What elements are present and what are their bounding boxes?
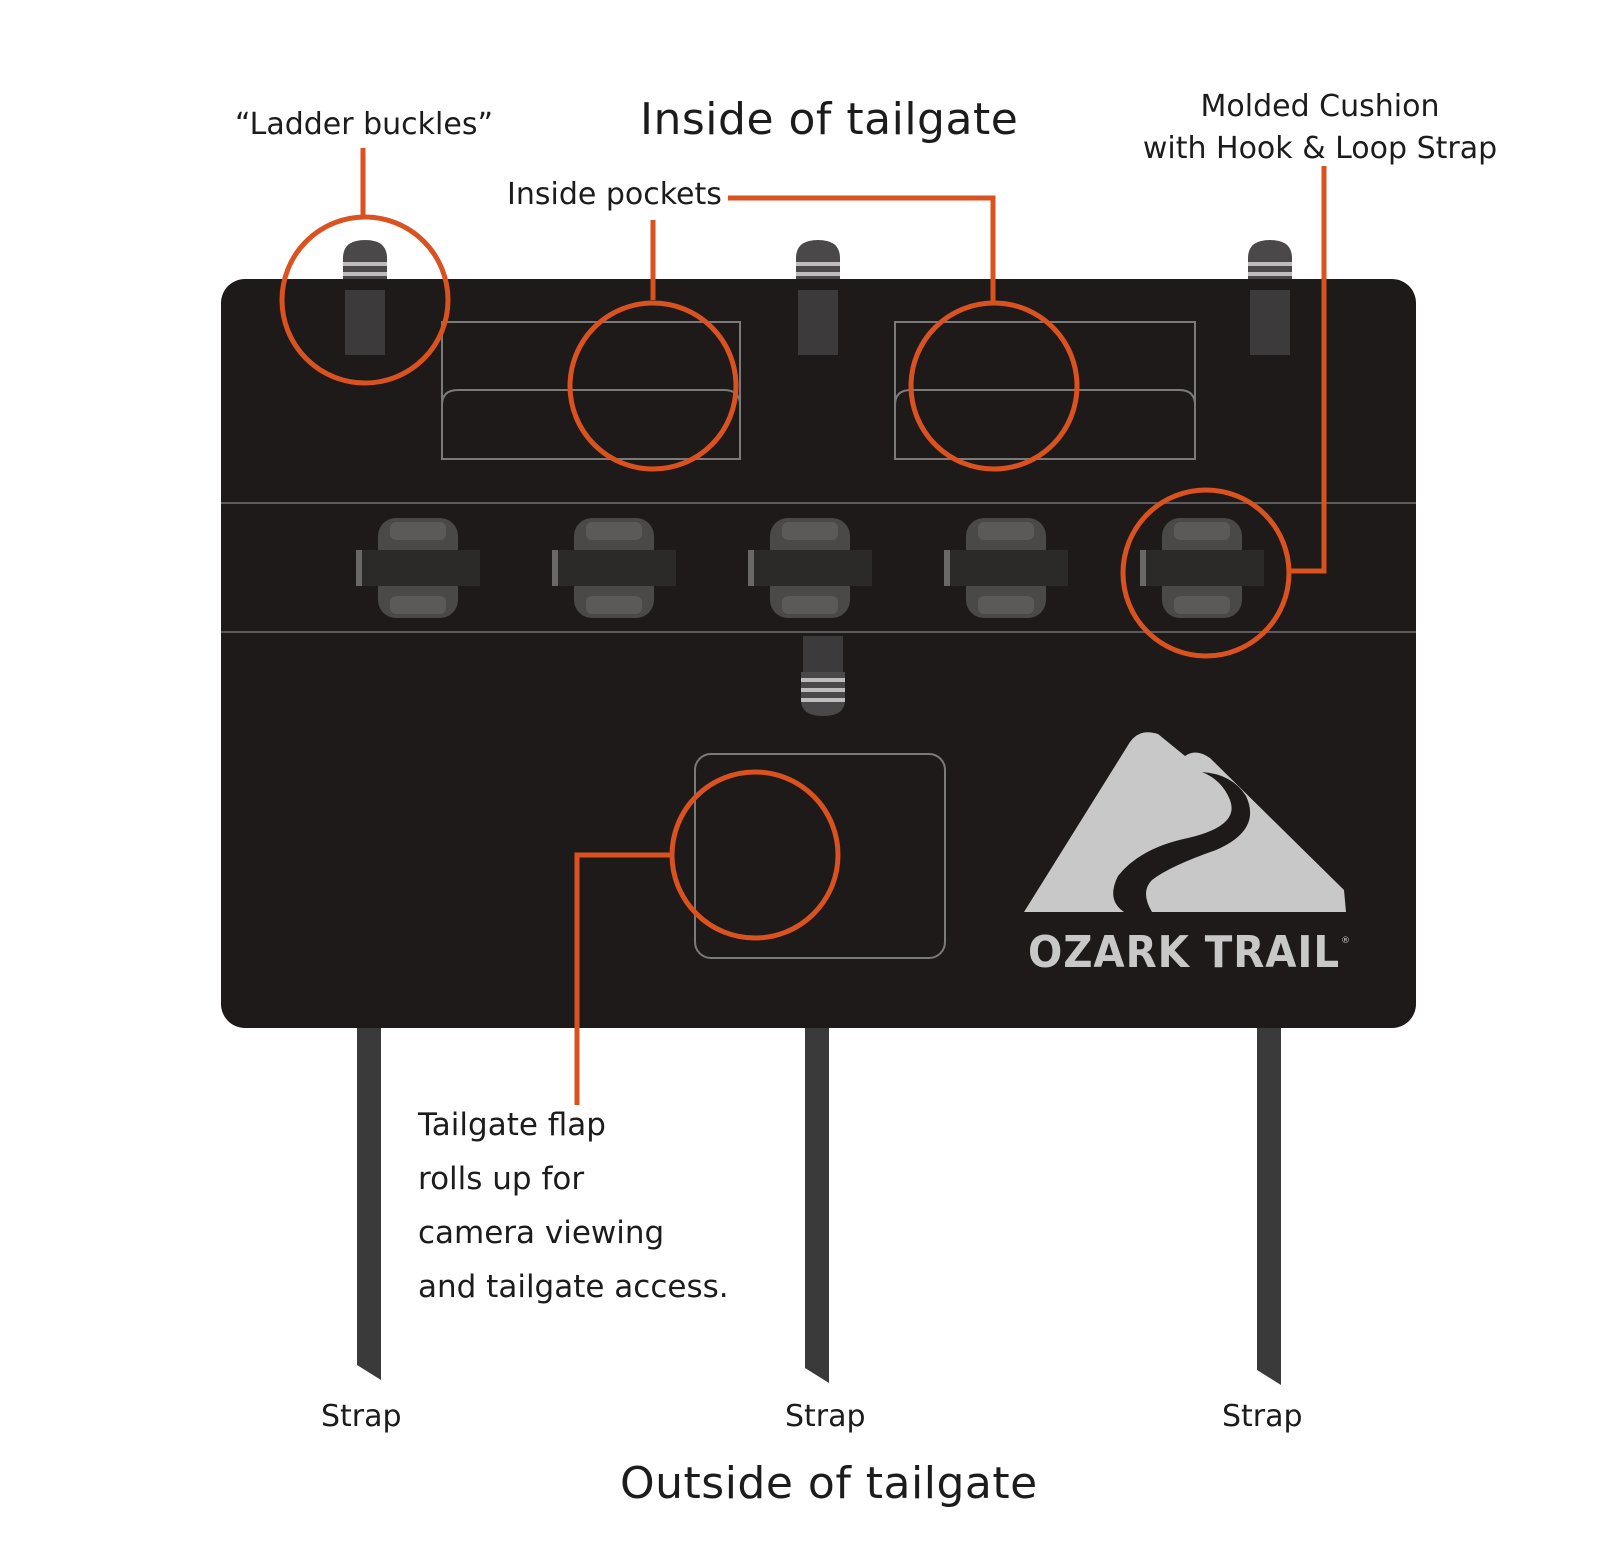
tailgate-flap-label-line: Tailgate flap	[418, 1107, 606, 1143]
molded-cushion	[356, 518, 480, 618]
callout-circle-ladder-buckle	[279, 214, 451, 386]
strap-right	[1257, 988, 1281, 1385]
ladder-buckle-left-strap	[345, 290, 385, 355]
leader-tailgate-flap	[574, 852, 670, 1105]
ladder-buckles-label: “Ladder buckles”	[235, 107, 494, 142]
inside-of-tailgate-title: Inside of tailgate	[640, 94, 1019, 145]
tailgate-flap-label-line: camera viewing	[418, 1215, 665, 1251]
strap-label-right: Strap	[1222, 1399, 1303, 1434]
callout-circle-molded-cushion	[1120, 487, 1292, 659]
callout-leaders	[360, 148, 1327, 1105]
inside-pocket-left	[441, 321, 741, 460]
molded-cushion	[1140, 518, 1264, 618]
tailgate-flap-label-line: and tailgate access.	[418, 1269, 729, 1305]
molded-cushion	[748, 518, 872, 618]
molded-cushion	[944, 518, 1068, 618]
inside-pockets-label: Inside pockets	[507, 177, 722, 212]
tailgate-flap-label-line: rolls up for	[418, 1161, 585, 1197]
callout-circle-pocket-right	[908, 300, 1080, 472]
leader-molded-cushion	[1290, 166, 1327, 574]
molded-cushions	[356, 518, 1264, 618]
strap-left	[357, 985, 381, 1380]
outside-of-tailgate-title: Outside of tailgate	[620, 1458, 1038, 1509]
molded-cushion-label-line: Molded Cushion	[1200, 89, 1440, 124]
brand-wordmark: OZARK TRAIL	[1028, 927, 1340, 978]
tailgate-flap-label: Tailgate flap rolls up for camera viewin…	[418, 1098, 729, 1314]
tailgate-flap-window	[694, 753, 946, 959]
mountain-trail-icon	[1024, 732, 1346, 912]
straps	[357, 985, 1281, 1385]
ladder-buckle-middle-strap	[798, 290, 838, 355]
strap-label-left: Strap	[321, 1399, 402, 1434]
flap-buckle	[801, 636, 845, 716]
molded-cushion-label: Molded Cushion with Hook & Loop Strap	[1130, 86, 1510, 170]
strap-label-middle: Strap	[785, 1399, 866, 1434]
callout-circles	[279, 214, 1292, 941]
strap-middle	[805, 988, 829, 1383]
brand-registered-mark: ®	[1341, 936, 1350, 946]
molded-cushion-label-line: with Hook & Loop Strap	[1142, 131, 1498, 166]
callout-circle-pocket-left	[567, 300, 739, 472]
molded-cushion	[552, 518, 676, 618]
cushion-band	[221, 502, 1416, 633]
callout-circle-tailgate-flap	[669, 769, 841, 941]
leader-inside-pocket-right	[728, 195, 996, 301]
ladder-buckle-right-strap	[1250, 290, 1290, 355]
